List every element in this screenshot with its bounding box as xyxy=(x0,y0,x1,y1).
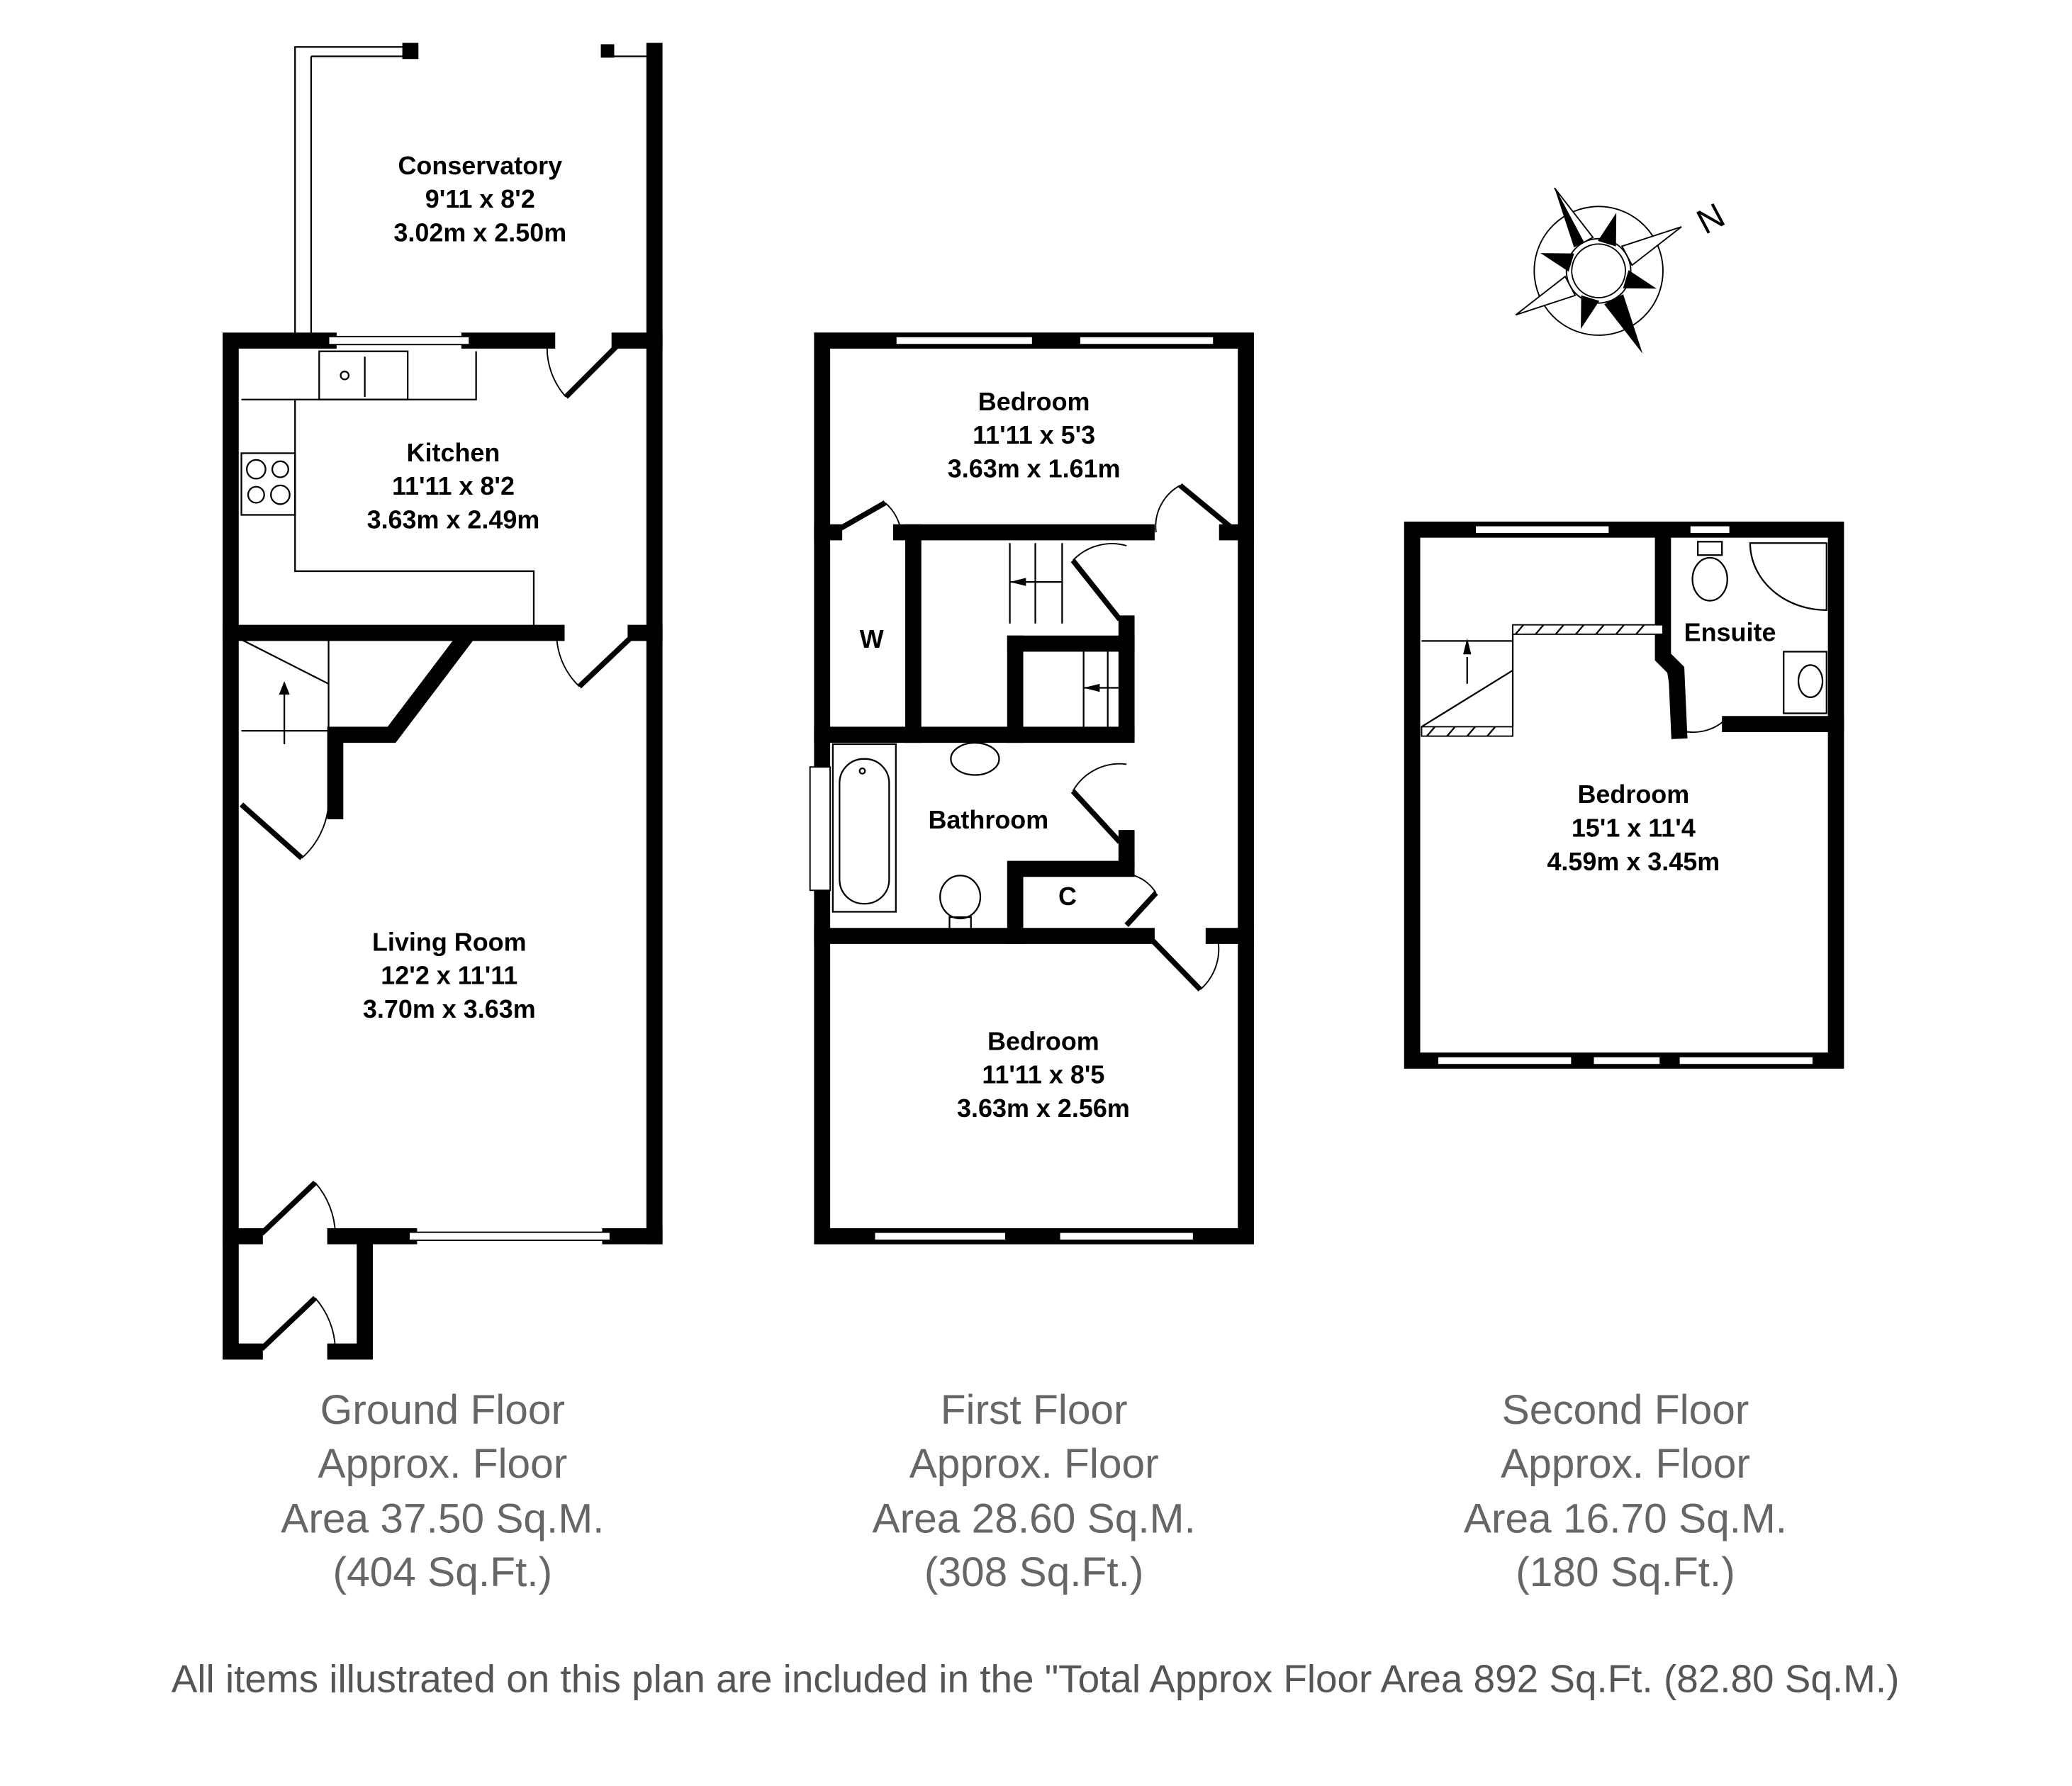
room-name: Bedroom xyxy=(987,1026,1099,1055)
room-label-bathroom: Bathroom xyxy=(928,805,1048,834)
stair-arrow-icon xyxy=(1009,578,1026,586)
second-floor-area-label: Second Floor Approx. Floor Area 16.70 Sq… xyxy=(1464,1387,1787,1595)
door-kitchen-living xyxy=(577,634,635,689)
door-understairs xyxy=(240,802,304,860)
floor-area-line: (404 Sq.Ft.) xyxy=(333,1549,553,1595)
door-kitchen-conservatory xyxy=(564,341,622,399)
room-name: Living Room xyxy=(372,927,527,956)
staircase-second xyxy=(1421,624,1664,737)
door-ensuite xyxy=(1667,670,1682,731)
hob-icon xyxy=(240,452,296,516)
door-bedroom-front xyxy=(1178,483,1236,532)
compass-rose-icon xyxy=(1515,187,1682,354)
floor-area-line: Area 16.70 Sq.M. xyxy=(1464,1495,1787,1541)
floor-area-line: Approx. Floor xyxy=(909,1441,1159,1487)
front-door xyxy=(259,1296,318,1351)
door-living-porch xyxy=(259,1180,318,1236)
living-room-window xyxy=(408,1231,611,1241)
staircase-ground xyxy=(241,639,330,744)
room-label-living-room: Living Room 12'2 x 11'11 3.70m x 3.63m xyxy=(363,927,536,1023)
door-bedroom-rear xyxy=(1148,936,1202,992)
room-size-metric: 3.02m x 2.50m xyxy=(393,218,566,247)
floor-title: Second Floor xyxy=(1502,1387,1749,1433)
floor-area-line: Approx. Floor xyxy=(1501,1441,1750,1487)
door-bathroom xyxy=(1070,789,1122,844)
room-label-conservatory: Conservatory 9'11 x 8'2 3.02m x 2.50m xyxy=(393,151,566,247)
room-size-imperial: 12'2 x 11'11 xyxy=(381,961,517,990)
floor-area-line: Approx. Floor xyxy=(318,1441,567,1487)
room-size-imperial: 11'11 x 5'3 xyxy=(973,420,1095,449)
ground-floor-area-label: Ground Floor Approx. Floor Area 37.50 Sq… xyxy=(281,1387,604,1595)
stair-arrow-icon xyxy=(1463,638,1472,655)
porch-wall xyxy=(327,1228,373,1360)
room-label-wardrobe: W xyxy=(860,624,884,653)
room-size-metric: 4.59m x 3.45m xyxy=(1547,847,1720,876)
door-cupboard xyxy=(1124,891,1158,927)
room-name: Bedroom xyxy=(1577,780,1689,809)
first-floor-area-label: First Floor Approx. Floor Area 28.60 Sq.… xyxy=(873,1387,1196,1595)
staircase-first xyxy=(1009,543,1127,727)
first-floor-plan: Bedroom 11'11 x 5'3 3.63m x 1.61m W Bath… xyxy=(809,332,1254,1595)
shower-icon xyxy=(1749,542,1827,611)
floor-area-line: (308 Sq.Ft.) xyxy=(924,1549,1144,1595)
room-label-ensuite: Ensuite xyxy=(1684,617,1776,646)
door-wardrobe xyxy=(836,500,887,532)
room-name: Kitchen xyxy=(407,438,500,467)
floor-area-line: (180 Sq.Ft.) xyxy=(1516,1549,1735,1595)
bath-icon xyxy=(831,743,897,913)
room-size-imperial: 11'11 x 8'5 xyxy=(982,1060,1104,1089)
basin-icon xyxy=(950,741,1000,776)
room-size-metric: 3.63m x 1.61m xyxy=(948,454,1121,483)
room-label-bedroom-loft: Bedroom 15'1 x 11'4 4.59m x 3.45m xyxy=(1547,780,1720,876)
room-size-imperial: 15'1 x 11'4 xyxy=(1572,814,1696,843)
second-floor-plan: Ensuite Bedroom 15'1 x 11'4 4.59m x 3.45… xyxy=(1404,521,1844,1595)
total-area-footer: All items illustrated on this plan are i… xyxy=(172,1657,1900,1701)
ground-floor-left-wall xyxy=(223,332,337,1360)
room-size-metric: 3.70m x 3.63m xyxy=(363,994,536,1023)
sink-icon xyxy=(318,350,409,400)
room-size-imperial: 11'11 x 8'2 xyxy=(392,471,515,500)
room-size-imperial: 9'11 x 8'2 xyxy=(425,184,535,213)
room-label-bedroom-front: Bedroom 11'11 x 5'3 3.63m x 1.61m xyxy=(948,387,1121,483)
conservatory-outline xyxy=(294,46,410,335)
room-name: Bedroom xyxy=(978,387,1090,416)
room-size-metric: 3.63m x 2.49m xyxy=(367,505,540,534)
door-landing-stairs xyxy=(1070,558,1122,622)
compass-north-label: N xyxy=(1691,196,1731,242)
stair-arrow-icon xyxy=(1083,683,1100,692)
floor-title: First Floor xyxy=(941,1387,1128,1433)
room-name: Conservatory xyxy=(398,151,562,180)
floor-area-line: Area 28.60 Sq.M. xyxy=(873,1495,1196,1541)
room-label-cupboard: C xyxy=(1058,882,1077,911)
toilet-icon xyxy=(1691,556,1728,602)
ground-floor-plan: Conservatory 9'11 x 8'2 3.02m x 2.50m Ki… xyxy=(223,43,663,1595)
room-label-bedroom-rear: Bedroom 11'11 x 8'5 3.63m x 2.56m xyxy=(957,1026,1130,1123)
basin-icon xyxy=(1783,651,1827,714)
room-size-metric: 3.63m x 2.56m xyxy=(957,1094,1130,1123)
toilet-icon xyxy=(939,875,982,920)
floor-title: Ground Floor xyxy=(320,1387,565,1433)
stair-arrow-icon xyxy=(279,681,290,695)
room-label-kitchen: Kitchen 11'11 x 8'2 3.63m x 2.49m xyxy=(367,438,540,534)
floor-area-line: Area 37.50 Sq.M. xyxy=(281,1495,604,1541)
